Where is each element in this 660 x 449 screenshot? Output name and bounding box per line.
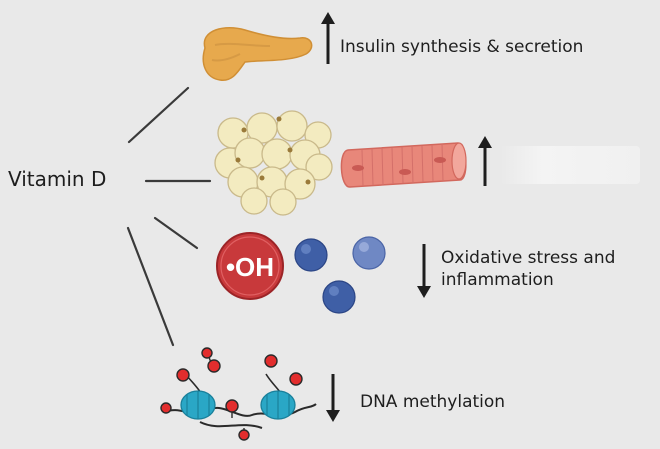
histone-left — [180, 390, 216, 420]
arrow-up-icon-muscle — [478, 136, 492, 186]
dna-nucleosome-icon — [160, 347, 317, 441]
oxidative-stress-label: Oxidative stress and inflammation — [441, 248, 616, 290]
hydroxyl-radical-label: •OH — [226, 252, 274, 282]
arrow-down-icon-oxidative — [417, 244, 431, 298]
arrow-up-icon-insulin — [321, 12, 335, 64]
vitamin-d-label: Vitamin D — [8, 167, 107, 191]
histone-right — [260, 390, 296, 420]
connector-to-dna — [126, 226, 175, 347]
dna-methylation-label: DNA methylation — [360, 392, 506, 412]
hydroxyl-radical-icon — [216, 232, 284, 300]
connector-to-oxidative — [153, 216, 199, 250]
insulin-effect-label: Insulin synthesis & secretion — [340, 37, 584, 57]
antioxidant-spheres — [294, 236, 386, 314]
arrow-down-icon-dna — [326, 374, 340, 422]
adipose-tissue-icon — [214, 110, 333, 216]
fat-cell-nuclei — [235, 116, 311, 185]
connector-lines — [126, 86, 212, 347]
connector-to-pancreas — [127, 86, 190, 144]
muscle-fiber-icon — [340, 142, 467, 188]
pancreas-icon — [202, 27, 313, 81]
obscured-effect-label — [500, 146, 640, 184]
methyl-groups — [160, 347, 303, 441]
